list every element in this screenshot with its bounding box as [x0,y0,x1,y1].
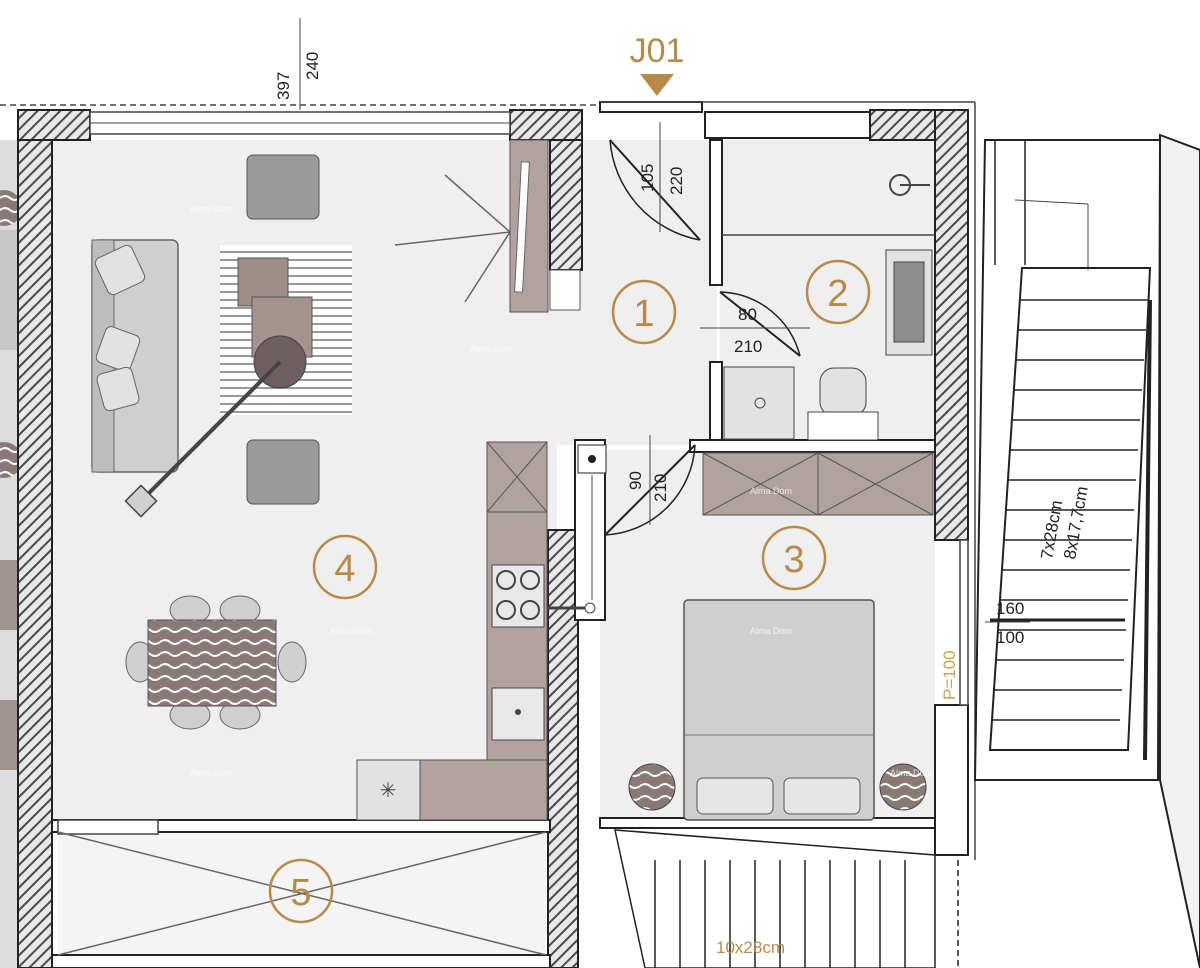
room-5-badge [268,858,334,924]
wall-bath-bottom [689,439,936,453]
watermark: Alma Dom [890,768,932,778]
dim-bath-door-b: 210 [734,337,762,356]
room-3-badge [761,525,827,591]
windows [0,101,976,860]
dim-window-top-b: 240 [303,52,322,80]
room-5-number: 5 [290,872,311,914]
dim-bath-door-a: 80 [738,305,757,324]
watermark: Alma Dom [190,768,232,778]
toilet [819,367,867,417]
room-3-number: 3 [783,539,804,581]
room-1-badge [611,279,677,345]
room-4-badge [312,534,378,600]
wall-terrace-top [51,819,551,833]
dim-lower-stair: 10x28cm [716,938,785,957]
bedroom-furniture [628,452,934,821]
right-staircase [973,133,1200,968]
nightstand-right [879,763,927,811]
watermark: Alma Dom [470,344,512,354]
wall-top-left [17,109,91,141]
bath-door-swing [719,291,801,357]
walls [17,101,969,968]
kitchen: ✳ [356,441,607,821]
wall-bath-left-low [709,361,723,445]
room-4-number: 4 [334,548,355,590]
dining-set [125,595,307,730]
room-2-number: 2 [827,273,848,315]
terrace [57,831,547,956]
window-terrace [57,819,159,835]
living-furniture [91,139,581,518]
doors [604,139,801,536]
entrance-marker [640,74,674,96]
watermark: Alma Dom [750,486,792,496]
nightstand-left [628,763,676,811]
wall-bath-top [704,111,871,139]
bathroom-fixtures [722,174,935,441]
window-bedroom-right [959,539,969,706]
wall-mid-vertical [549,139,583,271]
lower-staircase [614,829,959,968]
wall-bed-right-low [934,704,969,856]
wall-entry-post [599,101,703,113]
dim-landing-a: 160 [996,599,1024,618]
dim-landing-b: 100 [996,628,1024,647]
plan-title: J01 [630,32,685,70]
shower-tray [723,366,795,440]
fridge [356,759,421,821]
dim-bed-door-a: 90 [626,471,645,490]
neighbour-strip [0,140,22,968]
wall-left [17,109,53,968]
watermark: Alma Dom [190,204,232,214]
dim-entry-door-b: 220 [667,167,686,195]
armchair-bottom [246,439,320,505]
room-1-number: 1 [633,293,654,335]
bed [683,599,875,821]
terrace-floor [58,832,546,968]
dim-wall-height: P=100 [940,650,959,700]
room-2-badge [805,259,871,325]
dim-window-top-a: 397 [274,72,293,100]
wall-bottom-edge [51,954,551,968]
armchair-top [246,154,320,220]
wall-kitchen-divider [547,529,579,968]
watermarks: Alma Dom Alma Dom Alma Dom Alma Dom Alma… [190,204,932,778]
wall-top-mid [509,109,583,141]
dining-table [147,619,277,707]
watermark: Alma Dom [330,626,372,636]
dim-entry-door-a: 105 [638,164,657,192]
entry-door-swing [609,139,701,241]
wall-bath-left [709,139,723,286]
watermark: Alma Dom [750,626,792,636]
wall-right [934,109,969,541]
room-labels: 1 2 3 4 5 [268,259,871,924]
dim-bed-door-b: 210 [651,474,670,502]
svg-text:✳: ✳ [380,780,397,802]
